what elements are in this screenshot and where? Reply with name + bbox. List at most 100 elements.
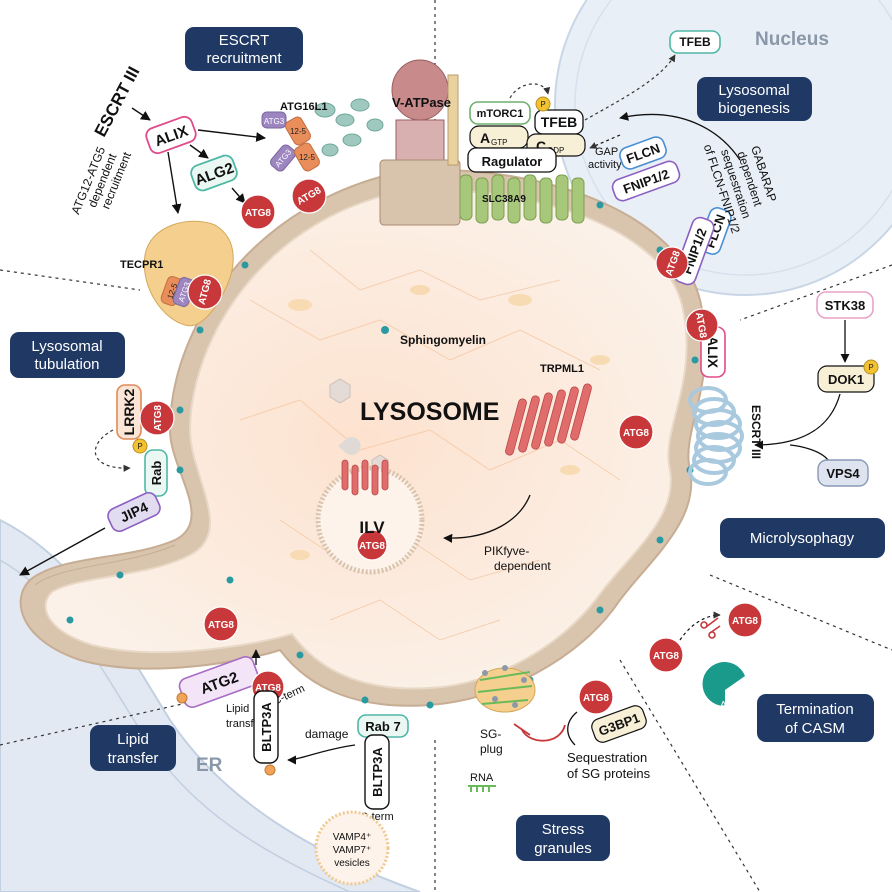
vps4-box: VPS4 [817,459,869,487]
ilv-label: ILV [359,518,385,537]
svg-text:SLC38A9: SLC38A9 [482,194,526,205]
lipid-atg8-upper [203,606,239,642]
svg-text:VPS4: VPS4 [826,466,860,481]
mtorc1-box: mTORC1 [469,101,531,125]
er-label: ER [196,755,223,776]
svg-text:LRRK2: LRRK2 [121,388,137,435]
svg-text:Lipid: Lipid [226,703,249,715]
svg-text:VAMP4⁺: VAMP4⁺ [333,832,371,843]
svg-text:plug: plug [480,742,503,756]
atg4-pacman [702,662,745,707]
sphingomyelin-markers [66,201,699,709]
dok1-box: DOK1 P [817,359,879,393]
alg2-box: ALG2 [190,154,238,192]
svg-text:P: P [540,100,545,109]
svg-text:mTORC1: mTORC1 [477,108,524,120]
svg-text:BLTP3A: BLTP3A [370,747,385,797]
svg-text:Ragulator: Ragulator [482,154,543,169]
stress-granules-panel: SG- plug ATG8 G3BP1 Sequestration of SG … [468,665,651,792]
ilv-atg8 [356,529,388,561]
svg-text:of SG proteins: of SG proteins [567,766,651,781]
micro-atg8-top [685,308,719,342]
escrt3-spiral [688,386,744,486]
svg-text:transfer: transfer [108,750,159,767]
svg-text:DOK1: DOK1 [828,372,864,387]
svg-text:ATG16L1: ATG16L1 [280,101,327,113]
scissors-icon [700,617,721,639]
svg-text:ALIX: ALIX [705,336,721,369]
svg-text:ATG8: ATG8 [359,541,385,552]
sg-atg8 [578,679,614,715]
svg-text:GDP: GDP [547,146,564,155]
svg-text:P: P [137,442,142,451]
svg-text:Stress: Stress [542,821,585,838]
pacman-icon [338,437,361,455]
svg-text:ESCRT: ESCRT [219,32,270,49]
svg-text:Lipid: Lipid [117,731,149,748]
pill-lysosomal-biogenesis: Lysosomal biogenesis [697,77,812,121]
svg-text:VAMP7⁺: VAMP7⁺ [333,845,371,856]
pill-stress-granules: Stress granules [516,815,610,861]
svg-text:ATG8: ATG8 [653,651,679,662]
ilv-trpml1-icon [341,459,389,496]
stk38-box: STK38 [816,291,874,319]
ragulator-box: Ragulator [467,147,557,173]
pill-lysosomal-tubulation: Lysosomal tubulation [10,332,125,378]
lumen-fibers [239,249,621,641]
svg-text:TFEB: TFEB [541,114,578,130]
svg-text:tubulation: tubulation [34,356,99,373]
svg-text:TFEB: TFEB [679,35,711,49]
rab7-box: Rab 7 [357,714,409,738]
svg-text:TECPR1: TECPR1 [120,259,163,271]
pill-lipid-transfer: Lipid transfer [90,725,176,771]
svg-text:ATG8: ATG8 [255,683,281,694]
sphingomyelin-label: Sphingomyelin [400,333,486,347]
v-atpase: V-ATPase [379,59,461,226]
vamp-vesicle: VAMP4⁺ VAMP7⁺ vesicles [314,810,390,886]
svg-text:ATG8: ATG8 [153,405,164,431]
tecpr1-complex: TECPR1 12-5 ATG3 ATG8 [120,220,234,327]
dependent-recruitment-text: ATG12-ATG5 dependent recruitment [68,144,134,216]
svg-text:12-5: 12-5 [299,153,316,162]
svg-text:SG-: SG- [480,727,501,741]
sg-plug-icon [474,665,536,713]
flcn-atg8 [655,246,689,280]
svg-text:RNA: RNA [470,772,494,784]
alg2-atg8 [240,194,276,230]
tfeb-box: TFEB P [534,96,584,135]
escrt-recruitment-panel: ESCRT III ALIX ALG2 ATG12-ATG5 dependent… [68,63,384,327]
casm-atg8-left [648,637,684,673]
svg-text:Microlysophagy: Microlysophagy [750,530,855,547]
atg16l1-complex: ATG16L1 ATG3 12-5 ATG3 12-5 ATG8 [261,98,384,214]
svg-text:PIKfyve-: PIKfyve- [484,544,529,558]
svg-text:ATG8: ATG8 [623,428,649,439]
alix-box: ALIX [145,115,197,155]
pill-termination-casm: Termination of CASM [757,694,874,742]
tubulation-atg8 [139,400,175,436]
lrrk2-box: LRRK2 [116,384,142,440]
rab-box: Rab P [132,438,168,497]
svg-text:A: A [480,130,490,146]
svg-text:biogenesis: biogenesis [718,100,790,117]
svg-text:ATG8: ATG8 [732,616,758,627]
svg-text:Rab 7: Rab 7 [365,719,400,734]
svg-text:ATG4: ATG4 [720,700,746,711]
svg-text:activity: activity [588,159,622,171]
lumen-blobs [288,285,610,560]
jip4-box: JIP4 [107,491,161,533]
escrt3-label: ESCRT III [91,63,144,139]
svg-text:ATG8: ATG8 [245,208,271,219]
pill-escrt-recruitment: ESCRT recruitment [185,27,303,71]
svg-text:ATG8: ATG8 [208,620,234,631]
rag-a-box: A GTP [469,125,529,149]
svg-text:P: P [868,363,873,372]
atg2-box: ATG2 [178,656,260,708]
svg-text:BLTP3A: BLTP3A [259,702,274,752]
trpml1 [505,383,592,456]
nucleus-region [554,0,892,296]
svg-text:Termination: Termination [776,701,854,718]
biogenesis-panel: V-ATPase mTORC1 TFEB P A GTP C GDP Ragul… [379,30,779,286]
svg-text:damage: damage [305,727,349,741]
